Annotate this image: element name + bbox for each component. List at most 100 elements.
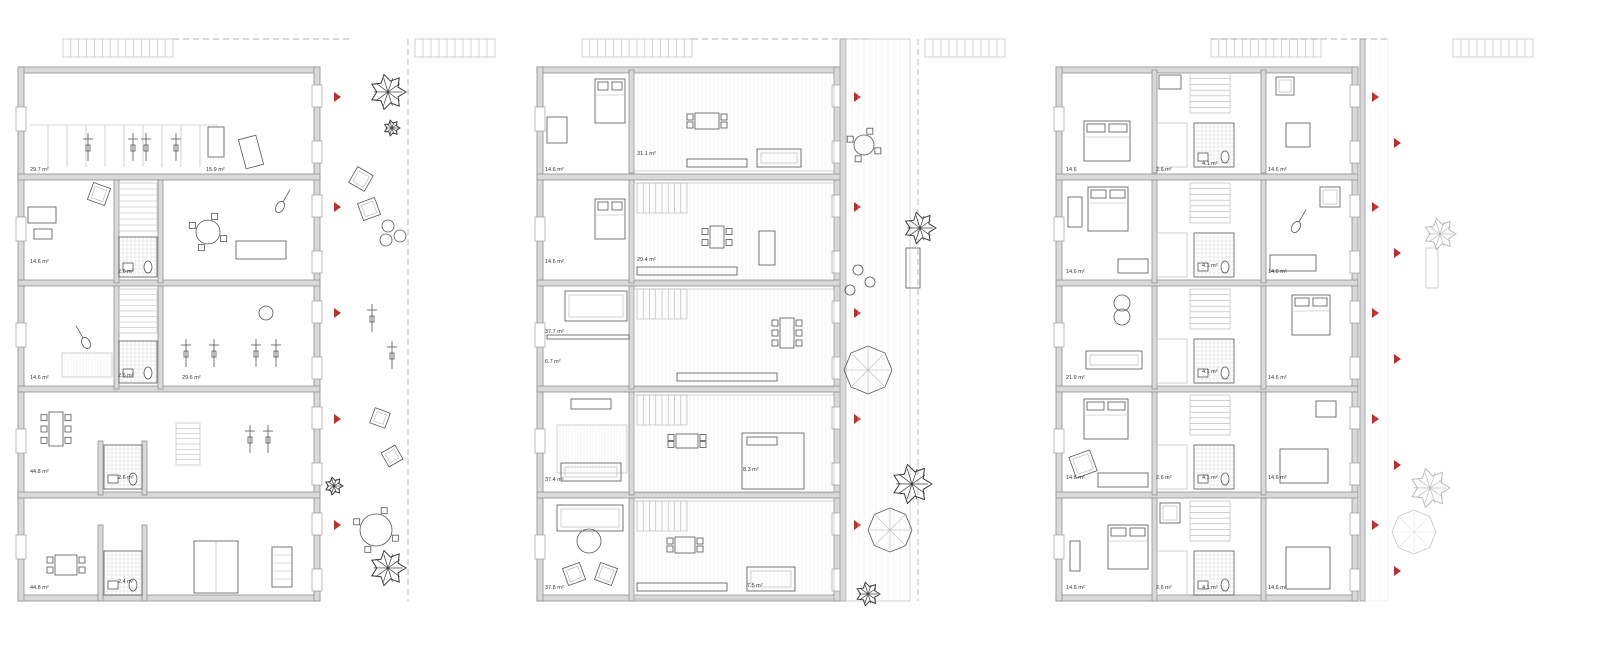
crib (271, 546, 293, 588)
bike-seat (389, 352, 395, 360)
entrance-marker-light (1394, 354, 1401, 364)
interior-stair (1189, 500, 1231, 542)
kitchen-counter (636, 582, 728, 592)
floor-slab (17, 173, 321, 181)
window-left (1053, 428, 1065, 454)
window-left (534, 106, 546, 132)
tree-branch (331, 485, 335, 493)
area-label: 14.6 m² (1268, 269, 1287, 275)
room-enclosure (741, 432, 805, 490)
chair (795, 339, 803, 347)
toilet (1220, 150, 1230, 164)
chair (46, 556, 54, 564)
entrance-marker-light (1394, 138, 1401, 148)
tree-faded (1424, 217, 1457, 251)
toilet (1220, 260, 1230, 274)
bed-frame (1291, 294, 1331, 336)
sofa-cushion (564, 466, 618, 478)
wood-floor (633, 394, 835, 494)
table-top (853, 134, 875, 156)
armchair (86, 181, 112, 207)
bicycle (263, 425, 273, 453)
tree-branch (328, 481, 335, 487)
area-label: 6.7 m² (545, 359, 561, 365)
parasol-faded (1391, 509, 1437, 555)
chair (197, 244, 205, 252)
bathroom (118, 236, 158, 278)
pillow (1294, 297, 1310, 307)
bench (1117, 258, 1149, 274)
sofa (1085, 350, 1143, 370)
armchair-body (593, 561, 619, 587)
bathroom (1193, 338, 1235, 384)
area-label: 2.4 m² (118, 579, 134, 585)
wood-floor (633, 288, 835, 388)
garden-stool (864, 276, 876, 288)
pillow (1129, 527, 1146, 537)
bathroom-outline (1193, 232, 1235, 278)
tree-branch (387, 567, 393, 582)
rug (556, 424, 628, 474)
partition-wall (157, 285, 164, 390)
garden-stool (393, 229, 407, 243)
tree-branch (387, 78, 393, 93)
piano (570, 398, 612, 410)
drum-kit (188, 212, 228, 252)
garden-table (353, 507, 399, 553)
bathroom (103, 444, 143, 490)
floor-slab (1055, 173, 1359, 181)
window-left (534, 428, 546, 454)
tree-branch (1435, 221, 1441, 235)
bicycle (387, 341, 397, 369)
entrance-marker (1372, 92, 1379, 102)
tree-branch (1424, 487, 1431, 504)
storage (1156, 338, 1188, 384)
sofa (758, 230, 776, 266)
stair-outline (1189, 72, 1231, 114)
area-label: 29.6 m² (182, 375, 201, 381)
tree-branch (376, 559, 389, 569)
area-label: 14.6 m² (1268, 167, 1287, 173)
table-top (694, 112, 720, 130)
toilet (128, 472, 138, 486)
armchair (1275, 76, 1295, 96)
bathroom (118, 340, 158, 384)
entrance-marker (854, 414, 861, 424)
bathroom (103, 550, 143, 596)
area-label: 14.6 m² (1268, 585, 1287, 591)
sofa-body (564, 290, 628, 322)
armchair (1159, 502, 1181, 524)
toilet (1220, 578, 1230, 592)
tree-branch (909, 220, 921, 229)
chair (211, 212, 219, 220)
tree-branch (391, 127, 398, 133)
partition-wall (141, 440, 148, 496)
table-top (48, 411, 64, 447)
pillow (1312, 297, 1328, 307)
sofa-cushion (560, 508, 620, 528)
bathroom (1193, 232, 1235, 278)
armchair (1068, 449, 1098, 479)
desk (1158, 74, 1182, 90)
pillow (597, 201, 609, 211)
chair (64, 436, 72, 444)
washbasin (107, 580, 119, 590)
lounge-chair (348, 166, 374, 192)
kitchen-counter (686, 158, 748, 168)
bed (1279, 448, 1329, 484)
armchair-seat (1162, 505, 1178, 521)
guitar-neck (75, 325, 84, 339)
bathroom-outline (118, 236, 158, 278)
armchair (561, 561, 587, 587)
toy-track (1113, 294, 1131, 312)
sofa-body (556, 504, 624, 532)
plan-1-frame (15, 38, 496, 602)
tree (904, 211, 937, 245)
partition-wall (628, 391, 635, 496)
interior-stair (1189, 182, 1231, 224)
bench (546, 334, 630, 340)
roof-stair (414, 38, 496, 58)
chair (40, 425, 48, 433)
